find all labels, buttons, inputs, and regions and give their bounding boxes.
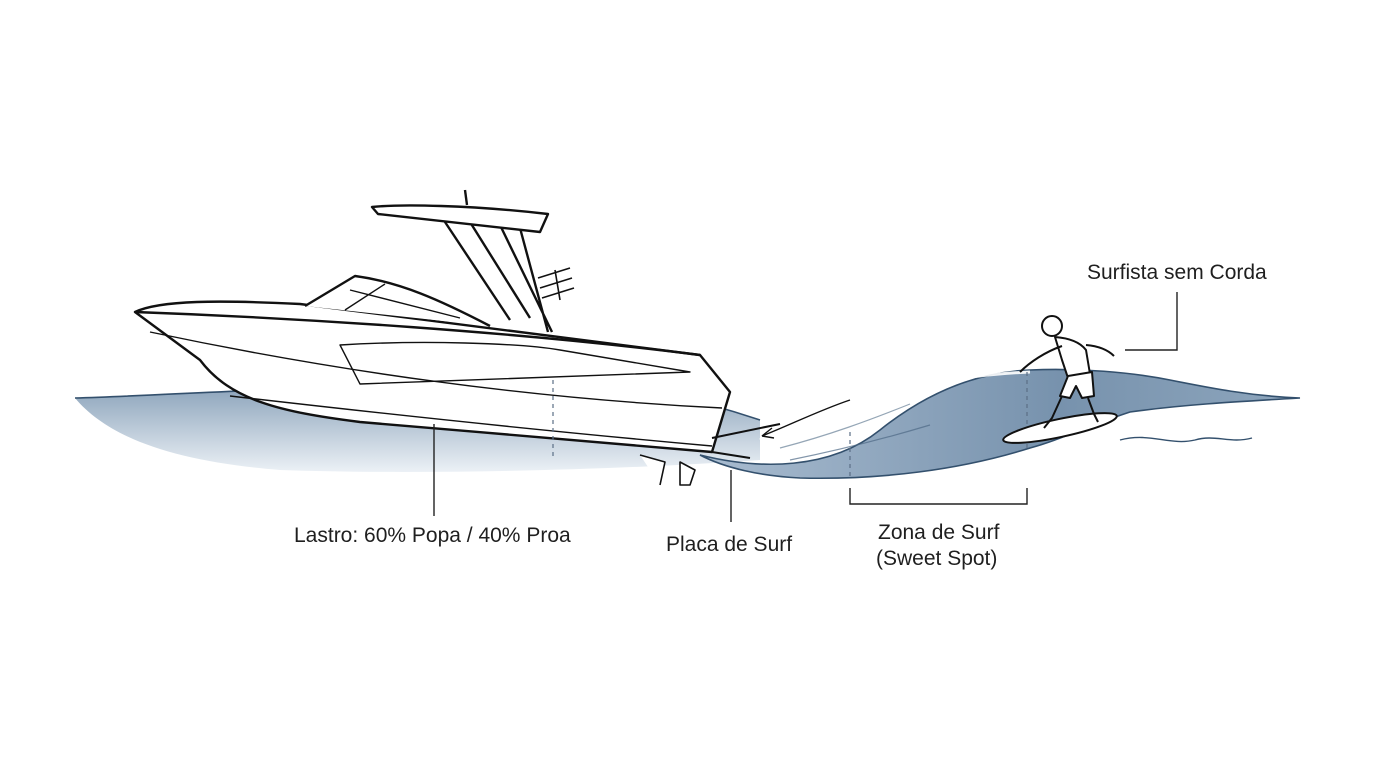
surfboard <box>1002 412 1118 444</box>
boat-chine <box>229 395 713 447</box>
boat-deck <box>134 310 701 357</box>
boat <box>133 189 781 486</box>
flow-arrow <box>761 399 851 437</box>
surfer-legs <box>1043 395 1099 429</box>
surf-zone-label-line1: Zona de Surf <box>878 521 1000 544</box>
surf-plate <box>711 423 781 459</box>
surfer-head <box>1041 315 1063 337</box>
boat-side-panel <box>339 341 691 385</box>
ballast-label: Lastro: 60% Popa / 40% Proa <box>294 524 571 547</box>
boat-windshield-frame <box>344 283 461 319</box>
wave-streak-1 <box>789 424 931 461</box>
rider-label: Surfista sem Corda <box>1087 261 1267 284</box>
flow-arrow-head <box>761 427 775 439</box>
surfer <box>1002 315 1118 444</box>
wave-lip <box>759 370 1031 442</box>
wave-foam <box>1119 436 1253 443</box>
leader-lines <box>433 292 1178 522</box>
tower-legs <box>443 221 554 333</box>
surf-zone-label-line2: (Sweet Spot) <box>876 547 997 570</box>
wave-streak-2 <box>779 403 911 449</box>
boat-hull <box>133 300 732 454</box>
propeller <box>639 454 696 486</box>
surfer-arm-back <box>1085 344 1115 357</box>
leader-surf-zone <box>849 488 1028 505</box>
tower-antenna <box>463 189 469 206</box>
leader-rider <box>1125 292 1178 351</box>
surf-plate-label: Placa de Surf <box>666 533 792 556</box>
boat-hull-stripe <box>149 331 723 409</box>
tower-rack <box>537 267 575 301</box>
surfer-arm-front <box>1019 345 1063 373</box>
tower-roof <box>370 204 550 234</box>
